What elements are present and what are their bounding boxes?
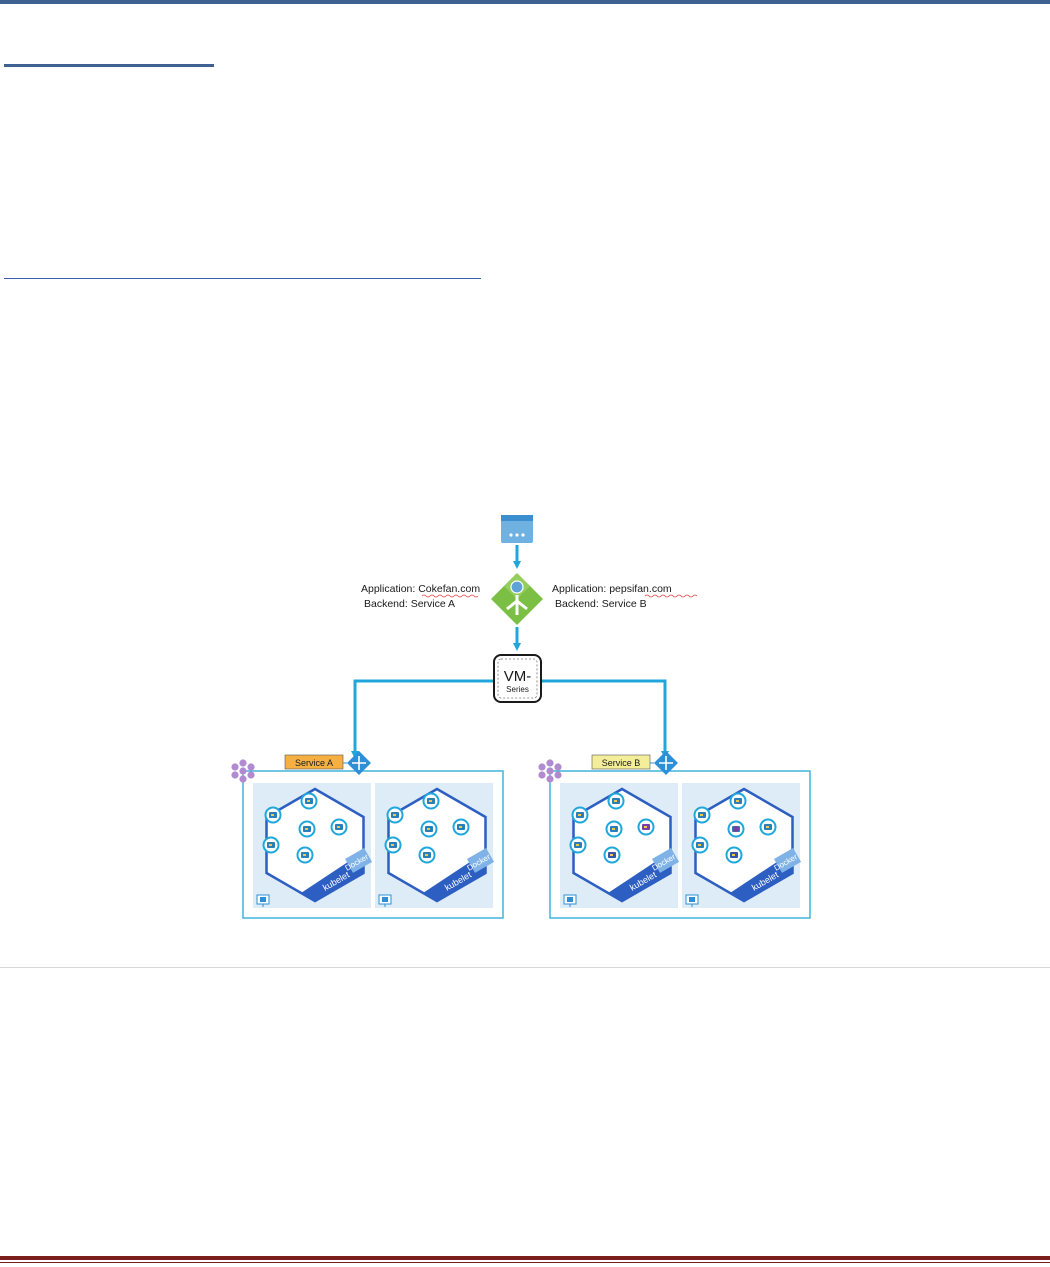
pod-icon xyxy=(639,820,654,835)
pod-icon xyxy=(302,794,317,809)
spell-underline xyxy=(422,595,478,597)
pod-icon xyxy=(571,838,586,853)
pod-icon xyxy=(731,794,746,809)
connectors xyxy=(355,545,665,755)
footer-rule xyxy=(0,1256,1050,1260)
heading-underline xyxy=(4,64,214,67)
left-backend-label: Backend: Service A xyxy=(364,598,455,610)
pod-icon xyxy=(607,822,622,837)
pod-icon xyxy=(300,822,315,837)
pod-icon xyxy=(298,848,313,863)
link-underline xyxy=(4,278,481,279)
right-app-label: Application: pepsifan.com xyxy=(552,583,672,595)
vm-series-firewall: VM- Series xyxy=(494,655,541,702)
pod-icon xyxy=(388,808,403,823)
footer-rule-thin xyxy=(0,1262,1050,1263)
pod-icon xyxy=(422,822,437,837)
pod-icon xyxy=(332,820,347,835)
pod-marker-icon xyxy=(733,826,739,832)
pod-icon xyxy=(573,808,588,823)
pod-icon xyxy=(609,794,624,809)
pod-icon xyxy=(266,808,281,823)
pod-icon xyxy=(695,808,710,823)
pod-icon xyxy=(420,848,435,863)
service-label: Service B xyxy=(602,758,641,768)
header-rule xyxy=(0,0,1050,4)
ingress-architecture-diagram: Application: Cokefan.com Backend: Servic… xyxy=(225,505,825,930)
spell-underline xyxy=(645,595,697,597)
pod-icon xyxy=(264,838,279,853)
pod-icon xyxy=(727,848,742,863)
pod-icon xyxy=(605,848,620,863)
service-label: Service A xyxy=(295,758,333,768)
pod-icon xyxy=(761,820,776,835)
pod-icon xyxy=(386,838,401,853)
pod-icon xyxy=(454,820,469,835)
pod-icon xyxy=(424,794,439,809)
vm-series-label: VM- xyxy=(504,668,532,685)
application-gateway-icon xyxy=(491,573,543,625)
pod-icon xyxy=(693,838,708,853)
section-divider xyxy=(0,967,1050,968)
left-app-label: Application: Cokefan.com xyxy=(361,583,480,595)
vm-series-sublabel: Series xyxy=(506,685,529,694)
browser-icon xyxy=(501,515,533,543)
right-backend-label: Backend: Service B xyxy=(555,598,647,610)
